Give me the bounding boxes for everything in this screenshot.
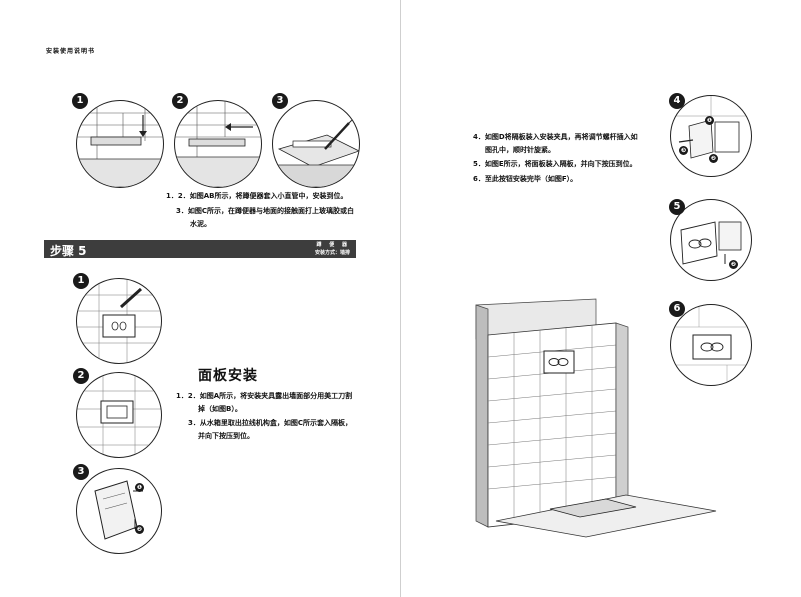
panel-figure-b-drawing (77, 373, 161, 457)
step-marker-5: 5 (669, 199, 685, 215)
instruction-6: 6．至此按钮安装完毕（如图F）。 (473, 175, 578, 183)
right-page: 4．如图D将隔板装入安装夹具，再将调节螺杆插入如 图孔中，顺时针旋紧。 5．如图… (401, 0, 801, 597)
d-callout-2-icon: ❷ (709, 154, 718, 163)
panel-install-heading: 面板安装 (198, 368, 258, 384)
d-callout-1-icon: ❶ (705, 116, 714, 125)
panel-instruction-1-2-line1: 1．2．如图A所示，将安装夹具露出墙面部分用美工刀割 (176, 392, 353, 400)
figure-a-circle (76, 100, 164, 188)
figure-d-drawing (671, 96, 751, 159)
figure-b-drawing (175, 101, 261, 187)
figure-f-drawing (671, 305, 751, 385)
step-marker-1: 1 (72, 93, 88, 109)
product-name: 蹲 便 器 (316, 242, 350, 248)
figure-c-drawing (273, 118, 359, 187)
figure-f-circle (670, 304, 752, 386)
figure-b-circle (174, 100, 262, 188)
panel-figure-b-circle (76, 372, 162, 458)
figure-a-drawing (77, 101, 163, 187)
instruction-4-line2: 图孔中，顺时针旋紧。 (485, 146, 555, 154)
panel-instruction-3-line1: 3．从水箱里取出拉线机构盒，如图C所示套入隔板， (188, 419, 353, 427)
instruction-3-line1: 3．如图C所示，在蹲便器与地面的接触面打上玻璃胶或白 (176, 207, 355, 215)
e-callout-2-icon: ❷ (729, 260, 738, 269)
manual-header: 安装使用说明书 (46, 48, 96, 55)
instruction-5: 5．如图E所示，将面板装入隔板，并向下按压到位。 (473, 160, 637, 168)
panel-marker-2: 2 (73, 368, 89, 384)
wall-installation-illustration (475, 298, 717, 538)
figure-e-drawing (680, 221, 742, 265)
panel-figure-c-circle: ❶ ❷ (76, 468, 162, 554)
instruction-3-line2: 水泥。 (190, 220, 211, 228)
d-callout-3-icon: ❸ (679, 146, 688, 155)
panel-figure-a-circle (76, 278, 162, 364)
figure-e-circle: ❷ (670, 199, 752, 281)
panel-instruction-1-2-line2: 掉（如图B）。 (198, 405, 242, 413)
panel-marker-1: 1 (73, 273, 89, 289)
step-marker-3: 3 (272, 93, 288, 109)
callout-1-icon: ❶ (135, 483, 144, 492)
panel-figure-a-drawing (77, 279, 161, 363)
step-marker-6: 6 (669, 301, 685, 317)
instruction-1-2: 1．2．如图AB所示，将蹲便器套入小直管中，安装到位。 (166, 192, 348, 200)
step-5-bar: 步骤 5 蹲 便 器 安装方式：墙排 (44, 240, 356, 258)
figure-d-circle: ❶ ❸ ❷ (670, 95, 752, 177)
callout-2-icon: ❷ (135, 525, 144, 534)
instruction-4-line1: 4．如图D将隔板装入安装夹具，再将调节螺杆插入如 (473, 133, 638, 141)
panel-marker-3: 3 (73, 464, 89, 480)
step-marker-2: 2 (172, 93, 188, 109)
figure-c-circle (272, 100, 360, 188)
install-method: 安装方式：墙排 (314, 250, 350, 256)
panel-figure-c-drawing (94, 480, 143, 540)
step-marker-4: 4 (669, 93, 685, 109)
panel-instruction-3-line2: 并向下按压到位。 (198, 432, 254, 440)
step-5-title: 步骤 5 (50, 244, 87, 258)
left-page: 安装使用说明书 1 2 (44, 0, 401, 597)
